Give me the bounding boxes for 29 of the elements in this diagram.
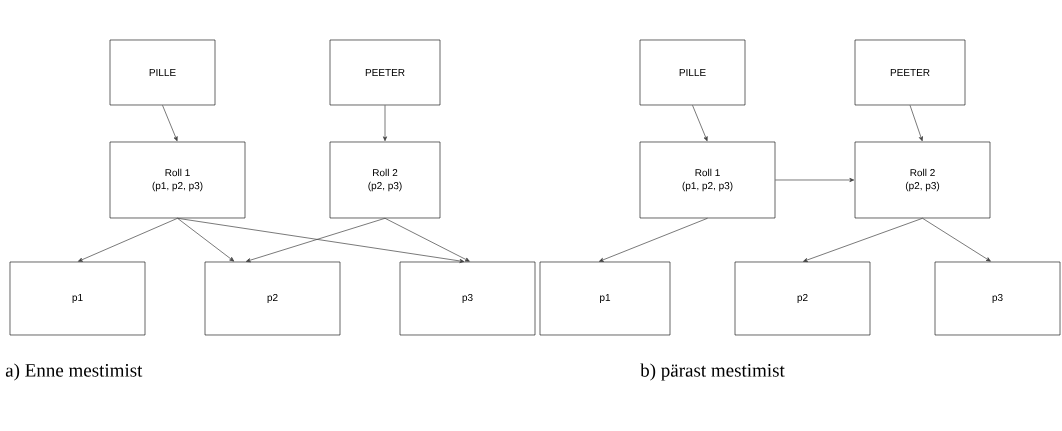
caption: a) Enne mestimist [5,363,143,381]
arrow [774,177,855,183]
arrow [162,104,178,142]
role-box: p3 [399,261,536,336]
role-box: p2 [204,261,341,336]
role-box: PILLE [639,39,746,106]
arrow [177,217,235,262]
arrow [384,217,470,262]
role-box: PEETER [854,39,966,106]
arrow [382,104,388,142]
arrow [909,104,923,142]
caption: b) pärast mestimist [640,363,785,381]
role-box: Roll 1 (p1, p2, p3) [109,141,246,219]
arrow [598,217,708,262]
arrow [803,217,923,262]
arrow [245,217,386,263]
arrow [78,217,178,262]
role-box: p2 [734,261,871,336]
role-box: PEETER [329,39,441,106]
role-box: Roll 2 (p2, p3) [854,141,991,219]
arrow [177,217,465,263]
role-box: PILLE [109,39,216,106]
arrow [922,217,991,262]
role-box: Roll 1 (p1, p2, p3) [639,141,776,219]
role-box: p1 [9,261,146,336]
role-box: p1 [539,261,671,336]
arrow [692,104,708,142]
role-box: Roll 2 (p2, p3) [329,141,441,219]
role-box: p3 [934,261,1061,336]
